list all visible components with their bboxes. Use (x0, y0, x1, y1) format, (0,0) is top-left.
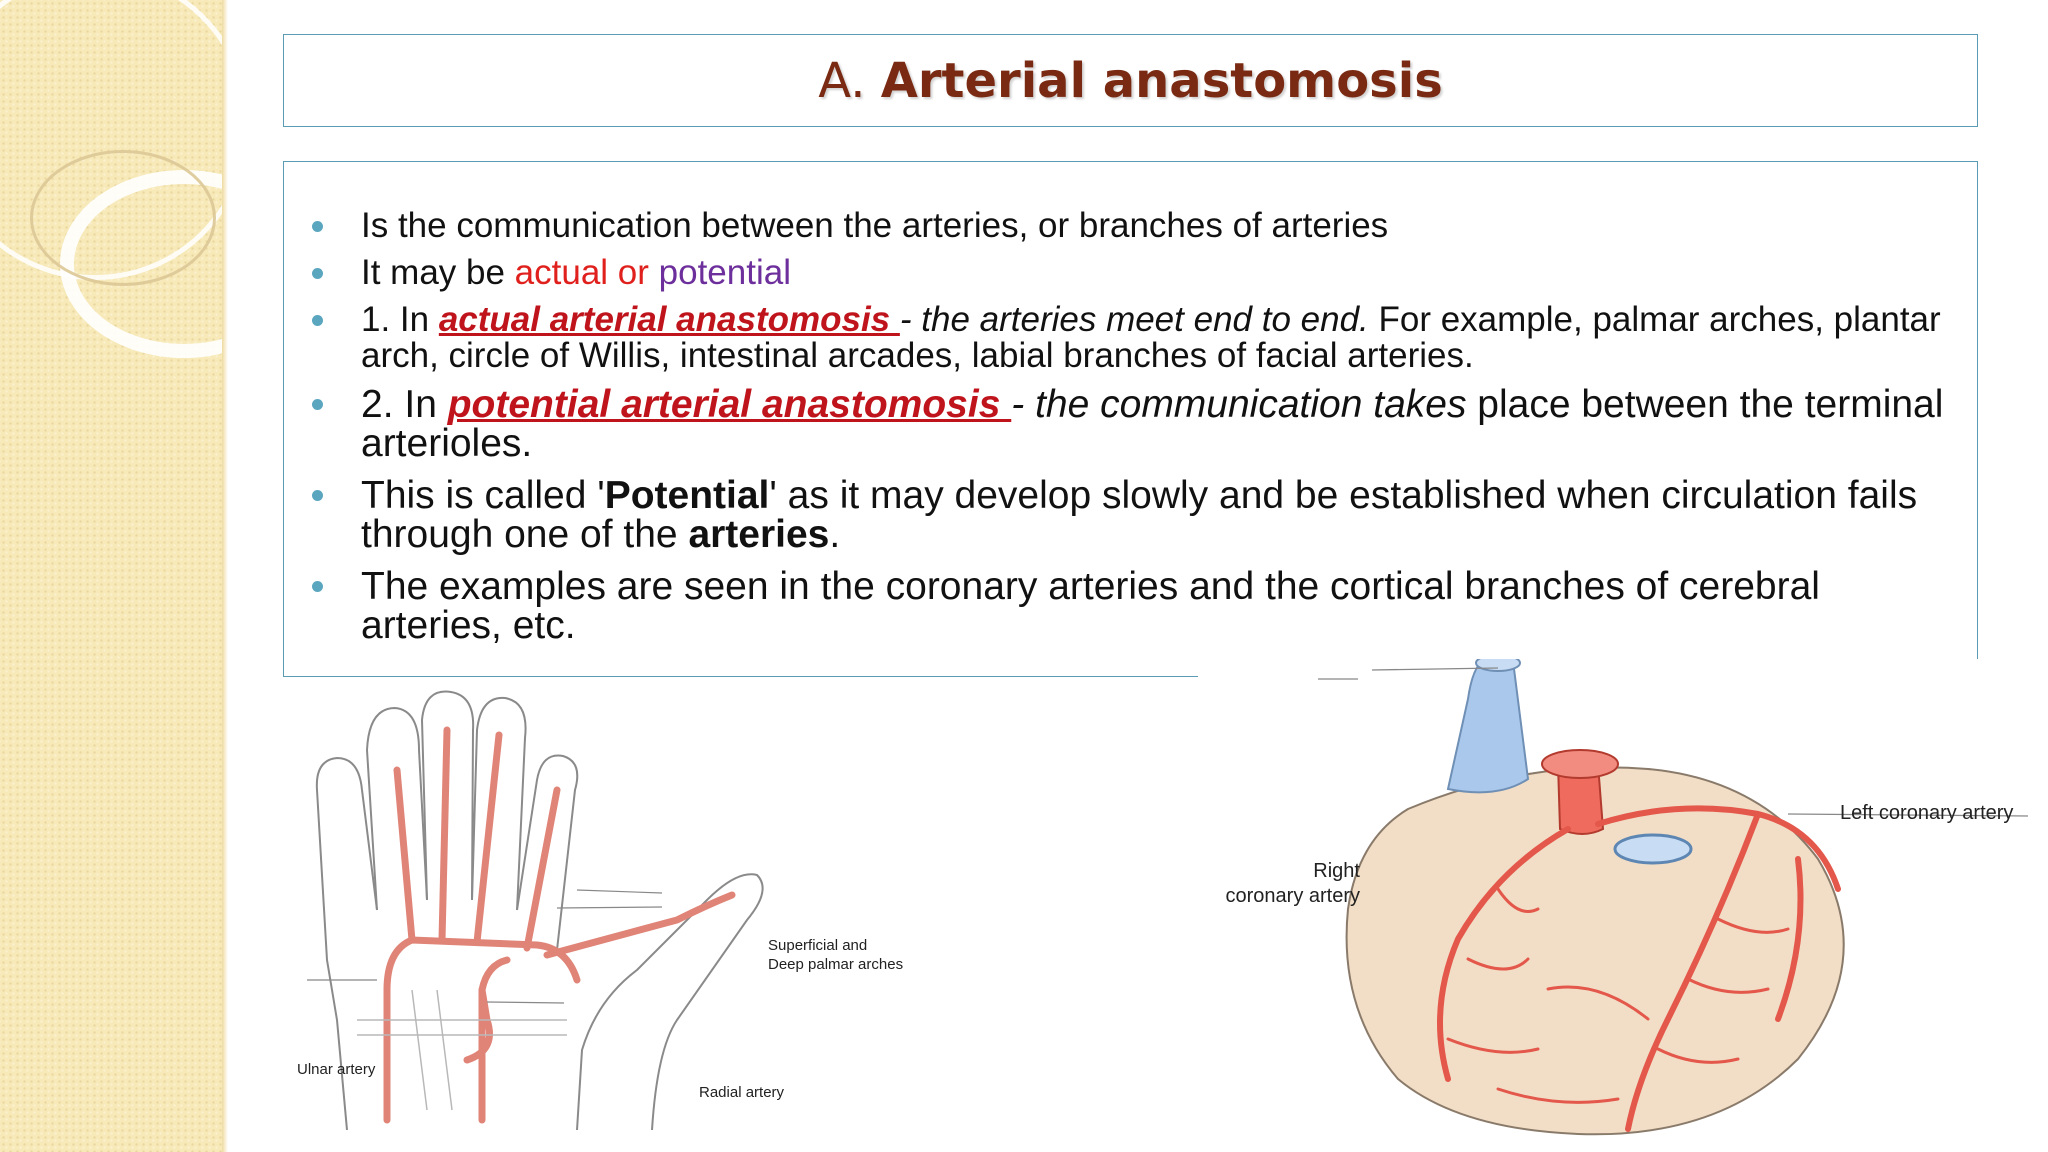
heart-illustration (1318, 659, 2029, 1136)
bullet-dot-icon (312, 315, 323, 326)
label-line: Superficial and (768, 937, 868, 954)
bullet-italic: - the arteries meet end to end. (899, 300, 1369, 339)
bullet-list: Is the communication between the arterie… (284, 208, 1964, 658)
bullet-text: . (829, 513, 841, 556)
hand-arteries-figure: Superficial and Deep palmar arches Ulnar… (237, 690, 945, 1130)
content-box: Is the communication between the arterie… (283, 161, 1978, 677)
term-actual-anastomosis: actual arterial anastomosis (438, 300, 900, 339)
bullet-text: Is the communication between the arterie… (361, 206, 1389, 245)
bullet-text: The examples are seen in the coronary ar… (361, 565, 1820, 647)
bullet-text: It may be (361, 253, 515, 292)
bullet-text: place between the terminal arterioles. (361, 383, 1944, 465)
actual-text: actual or (514, 253, 659, 292)
bullet-item: 2. In potential arterial anastomosis - t… (284, 385, 1964, 463)
label-line: Deep palmar arches (768, 956, 904, 973)
decorative-ring (30, 150, 216, 286)
decorative-sidebar (0, 0, 228, 1152)
sidebar-edge (222, 0, 228, 1152)
bold-potential: Potential (604, 474, 770, 517)
bullet-text: This is called ' (361, 474, 605, 517)
slide-title: A. Arterial anastomosis (818, 53, 1443, 109)
heart-coronary-figure: Left coronary artery Right coronary arte… (1198, 659, 2048, 1152)
bullet-text: For example, palmar arches, plantar arch… (361, 300, 1941, 375)
label-ulnar-artery: Ulnar artery (297, 1061, 376, 1078)
bullet-dot-icon (312, 221, 323, 232)
label-left-coronary-artery: Left coronary artery (1840, 802, 2014, 824)
label-radial-artery: Radial artery (699, 1084, 785, 1101)
bullet-text: ' as it may develop slowly and be establ… (361, 474, 1918, 556)
bullet-dot-icon (312, 399, 323, 410)
bullet-text: 1. In (361, 300, 439, 339)
bullet-text: 2. In (361, 383, 448, 426)
bullet-item: The examples are seen in the coronary ar… (284, 567, 1964, 645)
title-lead: A. (818, 52, 866, 109)
bullet-dot-icon (312, 581, 323, 592)
bullet-item: This is called 'Potential' as it may dev… (284, 476, 1964, 554)
bullet-dot-icon (312, 268, 323, 279)
bold-arteries: arteries (688, 513, 830, 556)
bullet-item: Is the communication between the arterie… (284, 208, 1964, 244)
title-main: Arterial anastomosis (880, 52, 1443, 109)
title-box: A. Arterial anastomosis (283, 34, 1978, 127)
label-right-coronary-artery: Right coronary artery (1206, 859, 1361, 909)
bullet-dot-icon (312, 490, 323, 501)
label-line: Right (1313, 860, 1360, 882)
bullet-italic: - the communication takes (1011, 383, 1467, 426)
label-palmar-arches: Superficial and Deep palmar arches (768, 936, 903, 974)
potential-text: potential (658, 253, 791, 292)
bullet-item: 1. In actual arterial anastomosis - the … (284, 302, 1964, 374)
bullet-item: It may be actual or potential (284, 255, 1964, 291)
hand-illustration (307, 690, 764, 1130)
term-potential-anastomosis: potential arterial anastomosis (447, 383, 1012, 426)
label-line: coronary artery (1225, 885, 1361, 907)
